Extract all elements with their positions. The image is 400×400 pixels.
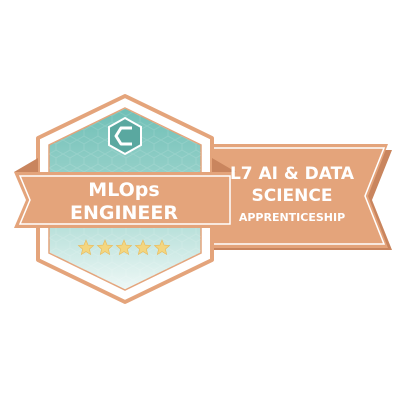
title-ribbon-fold-right [212,158,236,172]
title-ribbon-inner-border [18,175,231,225]
program-ribbon-body [205,144,388,248]
logo-icon [108,116,142,156]
title-ribbon [14,158,236,228]
star-icon [96,239,114,256]
star-icon [153,239,171,256]
rating-stars [77,239,171,256]
star-icon [77,239,95,256]
star-icon [134,239,152,256]
badge-title-line2: ENGINEER [70,202,178,224]
program-title-line2: SCIENCE [252,186,333,206]
program-subtitle: APPRENTICESHIP [239,211,345,224]
title-ribbon-body [14,172,236,228]
title-ribbon-fold-left [14,158,38,172]
program-title-line1: L7 AI & DATA [230,164,355,184]
star-icon [115,239,133,256]
badge-title-line1: MLOps [88,179,159,201]
program-ribbon [200,144,392,250]
